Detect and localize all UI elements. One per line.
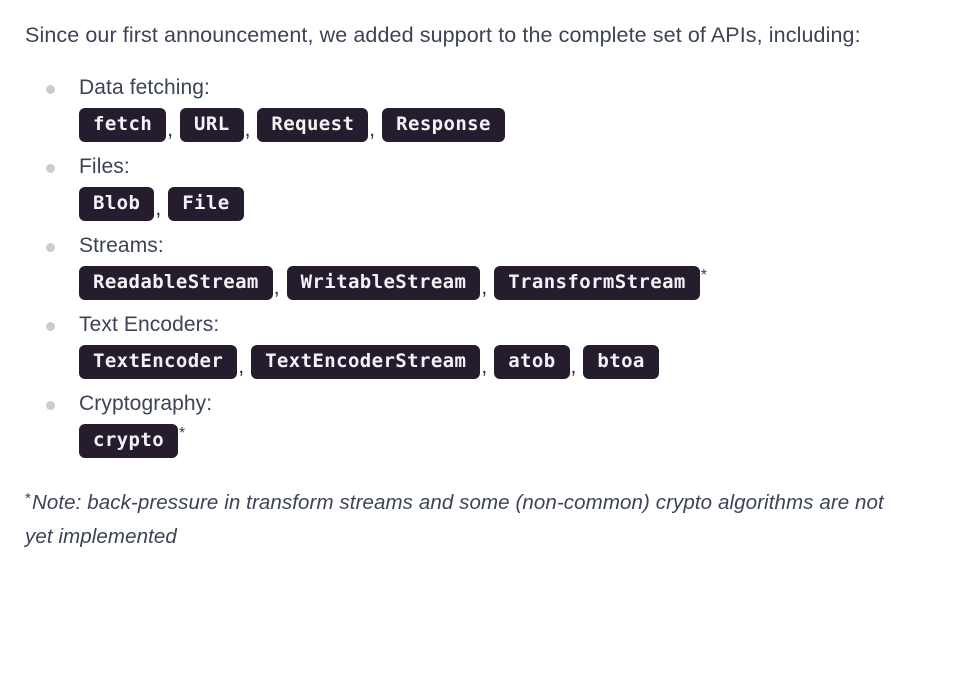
footnote-asterisk: * bbox=[179, 425, 186, 442]
code-chip-row: Blob, File bbox=[79, 187, 933, 221]
code-chip-row: fetch,URL,Request,Response bbox=[79, 108, 933, 142]
intro-paragraph: Since our first announcement, we added s… bbox=[25, 23, 861, 47]
footnote-text: Note: back-pressure in transform streams… bbox=[25, 491, 884, 548]
code-chip: TextEncoder bbox=[79, 345, 238, 379]
api-support-list: Data fetching:fetch,URL,Request,Response… bbox=[25, 74, 933, 458]
code-chip-row: ReadableStream,WritableStream,TransformS… bbox=[79, 266, 933, 300]
chip-separator: , bbox=[570, 355, 577, 378]
code-chip: fetch bbox=[79, 108, 167, 142]
code-chip: WritableStream bbox=[286, 266, 481, 300]
list-item-label: Cryptography: bbox=[79, 392, 213, 415]
list-item: Streams:ReadableStream,WritableStream,Tr… bbox=[25, 232, 933, 300]
bullet-dot-icon bbox=[46, 401, 55, 410]
chip-separator: , bbox=[481, 355, 488, 378]
list-item-label: Text Encoders: bbox=[79, 313, 220, 336]
bullet-dot-icon bbox=[46, 164, 55, 173]
list-item-label: Files: bbox=[79, 155, 130, 178]
chip-separator: , bbox=[238, 355, 245, 378]
bullet-dot-icon bbox=[46, 85, 55, 94]
code-chip: URL bbox=[180, 108, 244, 142]
code-chip: TextEncoderStream bbox=[251, 345, 481, 379]
footnote-asterisk: * bbox=[700, 267, 708, 284]
code-chip: atob bbox=[494, 345, 570, 379]
code-chip: btoa bbox=[583, 345, 659, 379]
footnote: *Note: back-pressure in transform stream… bbox=[25, 482, 905, 554]
footnote-asterisk-marker: * bbox=[25, 490, 31, 507]
chip-separator: , bbox=[167, 118, 174, 141]
chip-separator: , bbox=[155, 197, 162, 220]
list-item-label: Streams: bbox=[79, 234, 164, 257]
list-item: Text Encoders:TextEncoder,TextEncoderStr… bbox=[25, 311, 933, 379]
code-chip-row: crypto* bbox=[79, 424, 933, 458]
code-chip: File bbox=[168, 187, 244, 221]
code-chip: ReadableStream bbox=[79, 266, 273, 300]
chip-separator: , bbox=[244, 118, 251, 141]
chip-separator: , bbox=[273, 276, 280, 299]
code-chip: Request bbox=[257, 108, 369, 142]
code-chip: TransformStream bbox=[494, 266, 700, 300]
list-item-label: Data fetching: bbox=[79, 76, 210, 99]
list-item: Cryptography: crypto* bbox=[25, 390, 933, 458]
chip-separator: , bbox=[369, 118, 376, 141]
code-chip: Response bbox=[382, 108, 505, 142]
bullet-dot-icon bbox=[46, 243, 55, 252]
list-item: Files: Blob, File bbox=[25, 153, 933, 221]
code-chip: crypto bbox=[79, 424, 179, 458]
list-item: Data fetching:fetch,URL,Request,Response bbox=[25, 74, 933, 142]
code-chip: Blob bbox=[79, 187, 155, 221]
bullet-dot-icon bbox=[46, 322, 55, 331]
code-chip-row: TextEncoder,TextEncoderStream,atob,btoa bbox=[79, 345, 933, 379]
chip-separator: , bbox=[481, 276, 488, 299]
